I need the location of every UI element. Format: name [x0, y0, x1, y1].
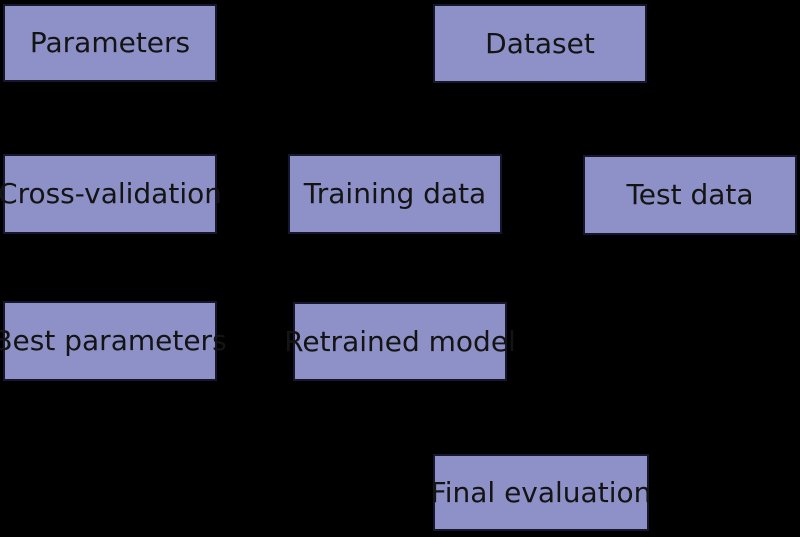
- node-best-parameters: Best parameters: [0, 301, 227, 381]
- node-parameters: Parameters: [3, 4, 217, 82]
- node-dataset: Dataset: [433, 4, 647, 83]
- node-cross-validation: Cross-validation: [0, 154, 222, 234]
- node-retrained-model: Retrained model: [284, 302, 516, 381]
- node-final-evaluation: Final evaluation: [431, 454, 651, 531]
- node-test-data: Test data: [583, 155, 797, 235]
- node-training-data: Training data: [288, 154, 502, 234]
